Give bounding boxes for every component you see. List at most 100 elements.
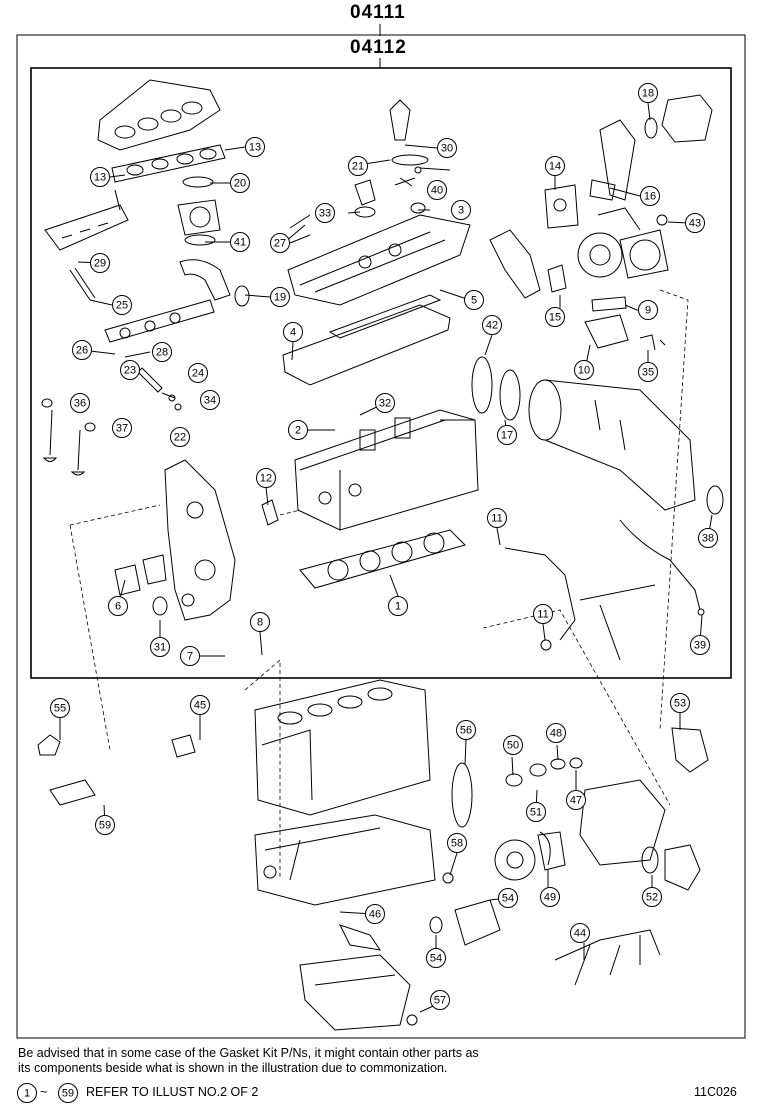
callout-44: 44	[570, 923, 590, 943]
head-cover-gasket-drawing	[282, 304, 451, 386]
callout-8: 8	[250, 612, 270, 632]
callout-label: 41	[234, 237, 246, 249]
callout-circle	[642, 887, 662, 907]
callout-label: 38	[702, 533, 714, 545]
range-start-label: 1	[24, 1088, 30, 1100]
callout-45: 45	[190, 695, 210, 715]
callout-label: 5	[471, 295, 477, 307]
callout-label: 25	[116, 300, 128, 312]
callout-label: 48	[550, 728, 562, 740]
water-pump-drawing	[494, 839, 536, 881]
callout-7: 7	[180, 646, 200, 666]
callout-9: 9	[638, 300, 658, 320]
callout-circle	[70, 393, 90, 413]
callout-circle	[464, 290, 484, 310]
throttle-body-drawing	[177, 199, 221, 236]
callout-15: 15	[545, 307, 565, 327]
camshaft-drawing	[104, 299, 215, 343]
callout-56: 56	[456, 720, 476, 740]
callout-33: 33	[315, 203, 335, 223]
callout-label: 12	[260, 473, 272, 485]
callout-circle	[348, 156, 368, 176]
callout-label: 8	[257, 617, 263, 629]
callout-circle	[487, 508, 507, 528]
callout-circle	[90, 167, 110, 187]
callout-label: 23	[124, 365, 136, 377]
callout-label: 22	[174, 432, 186, 444]
callout-label: 54	[502, 893, 514, 905]
callout-29: 29	[90, 253, 110, 273]
callout-1: 1	[388, 596, 408, 616]
callout-label: 16	[644, 191, 656, 203]
callout-label: 27	[274, 238, 286, 250]
diagram-id: 11C026	[694, 1085, 737, 1099]
callout-circle	[526, 802, 546, 822]
callout-53: 53	[670, 693, 690, 713]
callout-35: 35	[638, 362, 658, 382]
callout-circle	[200, 390, 220, 410]
inner-kit-frame	[30, 67, 732, 679]
callout-28: 28	[152, 342, 172, 362]
callout-59: 59	[95, 815, 115, 835]
crankcase-drawing	[254, 814, 436, 906]
head-gasket-drawing	[299, 529, 466, 589]
callout-label: 57	[434, 995, 446, 1007]
oil-pan-drawing	[299, 954, 411, 1031]
callout-circle	[90, 253, 110, 273]
callout-3: 3	[451, 200, 471, 220]
callout-circle	[170, 427, 190, 447]
callout-circle	[245, 137, 265, 157]
callout-circle	[388, 596, 408, 616]
callout-27: 27	[270, 233, 290, 253]
callout-36: 36	[70, 393, 90, 413]
callout-52: 52	[642, 887, 662, 907]
callout-54: 54	[426, 948, 446, 968]
fuel-rail-drawing	[44, 204, 129, 251]
callout-circle	[112, 295, 132, 315]
callout-14: 14	[545, 156, 565, 176]
callout-20: 20	[230, 173, 250, 193]
callout-label: 55	[54, 703, 66, 715]
callout-label: 32	[379, 398, 391, 410]
water-outlet-drawing	[489, 229, 541, 299]
callout-label: 10	[578, 365, 590, 377]
callout-circle	[540, 887, 560, 907]
callout-circle	[545, 156, 565, 176]
outer-kit-frame	[16, 34, 746, 1039]
callout-label: 49	[544, 892, 556, 904]
callout-circle	[546, 723, 566, 743]
callout-23: 23	[120, 360, 140, 380]
callout-21: 21	[348, 156, 368, 176]
callout-46: 46	[365, 904, 385, 924]
callout-label: 9	[645, 305, 651, 317]
callout-label: 11	[491, 513, 502, 525]
callout-37: 37	[112, 418, 132, 438]
callout-circle	[283, 322, 303, 342]
callout-circle	[638, 300, 658, 320]
note-line-1: Be advised that in some case of the Gask…	[18, 1046, 479, 1060]
callout-5: 5	[464, 290, 484, 310]
callout-label: 18	[642, 88, 654, 100]
callout-58: 58	[447, 833, 467, 853]
head-cover-drawing	[287, 214, 471, 306]
callout-circle	[120, 360, 140, 380]
callout-4: 4	[283, 322, 303, 342]
range-end-label: 59	[62, 1088, 74, 1100]
callout-label: 54	[430, 953, 442, 965]
callout-label: 15	[549, 312, 561, 324]
callout-41: 41	[230, 232, 250, 252]
callout-circle	[685, 213, 705, 233]
callout-11: 11	[533, 604, 553, 624]
callout-label: 51	[530, 807, 542, 819]
callout-circle	[533, 604, 553, 624]
callout-label: 35	[642, 367, 654, 379]
callout-55: 55	[50, 698, 70, 718]
intake-gasket-drawing	[111, 144, 226, 183]
callout-circle	[426, 948, 446, 968]
callout-49: 49	[540, 887, 560, 907]
callout-54: 54	[498, 888, 518, 908]
callout-circle	[427, 180, 447, 200]
callout-label: 20	[234, 178, 246, 190]
refer-text: REFER TO ILLUST NO.2 OF 2	[86, 1085, 259, 1099]
callout-circle	[152, 342, 172, 362]
